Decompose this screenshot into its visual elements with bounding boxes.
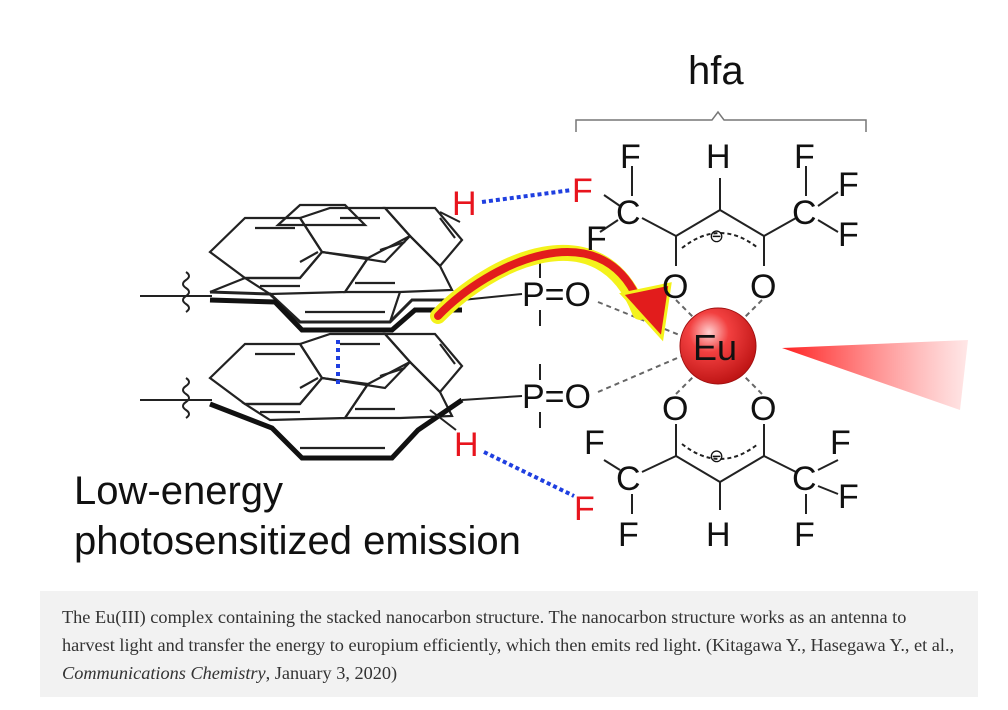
svg-text:C: C xyxy=(792,194,817,232)
svg-text:F: F xyxy=(584,424,605,462)
emission-label-line2: photosensitized emission xyxy=(74,519,521,563)
bond-sheet-h-upper xyxy=(439,211,461,223)
lower-hfa-ligand: O O ⊖ F F C C F F H F xyxy=(584,390,859,554)
complex-diagram: hfa xyxy=(74,49,968,563)
svg-text:F: F xyxy=(830,424,851,462)
svg-text:P=O: P=O xyxy=(522,276,591,314)
upper-h-atom: H xyxy=(452,185,477,223)
upper-nanocarbon-sheet xyxy=(208,203,464,324)
svg-text:P=O: P=O xyxy=(522,378,591,416)
svg-text:H: H xyxy=(706,516,731,554)
svg-text:F: F xyxy=(794,138,815,176)
lower-sheet-bold-edge xyxy=(209,397,464,461)
upper-sheet-bold-edge xyxy=(209,297,462,333)
upper-f-hbond-atom: F xyxy=(572,172,593,210)
svg-text:⊖: ⊖ xyxy=(709,446,724,466)
svg-text:F: F xyxy=(838,166,859,204)
svg-text:F: F xyxy=(618,516,639,554)
hfa-label: hfa xyxy=(688,49,744,93)
svg-text:H: H xyxy=(706,138,731,176)
lower-h-atom: H xyxy=(454,426,479,464)
svg-text:F: F xyxy=(586,220,607,258)
caption-text-1: The Eu(III) complex containing the stack… xyxy=(62,607,955,655)
lower-nanocarbon-sheet xyxy=(208,332,464,450)
svg-text:O: O xyxy=(750,390,776,428)
caption-journal: Communications Chemistry xyxy=(62,663,266,683)
caption-text-2: , January 3, 2020) xyxy=(265,663,398,683)
svg-text:F: F xyxy=(838,216,859,254)
svg-text:O: O xyxy=(662,268,688,306)
upper-hfa-ligand: F H F F C C F F ⊖ O O xyxy=(586,138,859,306)
wavy-bond-left-upper xyxy=(140,271,212,313)
lower-phosphine-oxide: P=O xyxy=(522,364,591,428)
red-emission-beam xyxy=(782,340,968,410)
svg-text:C: C xyxy=(616,194,641,232)
upper-phosphine-oxide: P=O xyxy=(522,262,591,326)
energy-transfer-arrow xyxy=(434,248,642,320)
svg-text:F: F xyxy=(620,138,641,176)
energy-transfer-arrowhead xyxy=(619,282,672,342)
lower-f-hbond-atom: F xyxy=(574,490,595,528)
europium-sphere xyxy=(679,307,757,385)
svg-text:O: O xyxy=(750,268,776,306)
svg-text:O: O xyxy=(662,390,688,428)
bond-sheet-h-lower xyxy=(429,409,457,431)
upper-hydrogen-bond xyxy=(481,188,573,204)
bond-sheet-p-lower xyxy=(461,395,523,401)
figure-caption: The Eu(III) complex containing the stack… xyxy=(40,591,978,697)
svg-text:⊖: ⊖ xyxy=(709,226,724,246)
wavy-bond-left-lower xyxy=(140,377,212,419)
bond-sheet-p-upper xyxy=(461,293,523,301)
svg-text:F: F xyxy=(838,478,859,516)
emission-label-line1: Low-energy xyxy=(74,469,283,513)
svg-text:C: C xyxy=(792,460,817,498)
europium-label: Eu xyxy=(693,327,737,368)
lower-hydrogen-bond xyxy=(483,450,575,498)
svg-text:C: C xyxy=(616,460,641,498)
hfa-brace xyxy=(575,110,867,132)
svg-text:F: F xyxy=(794,516,815,554)
